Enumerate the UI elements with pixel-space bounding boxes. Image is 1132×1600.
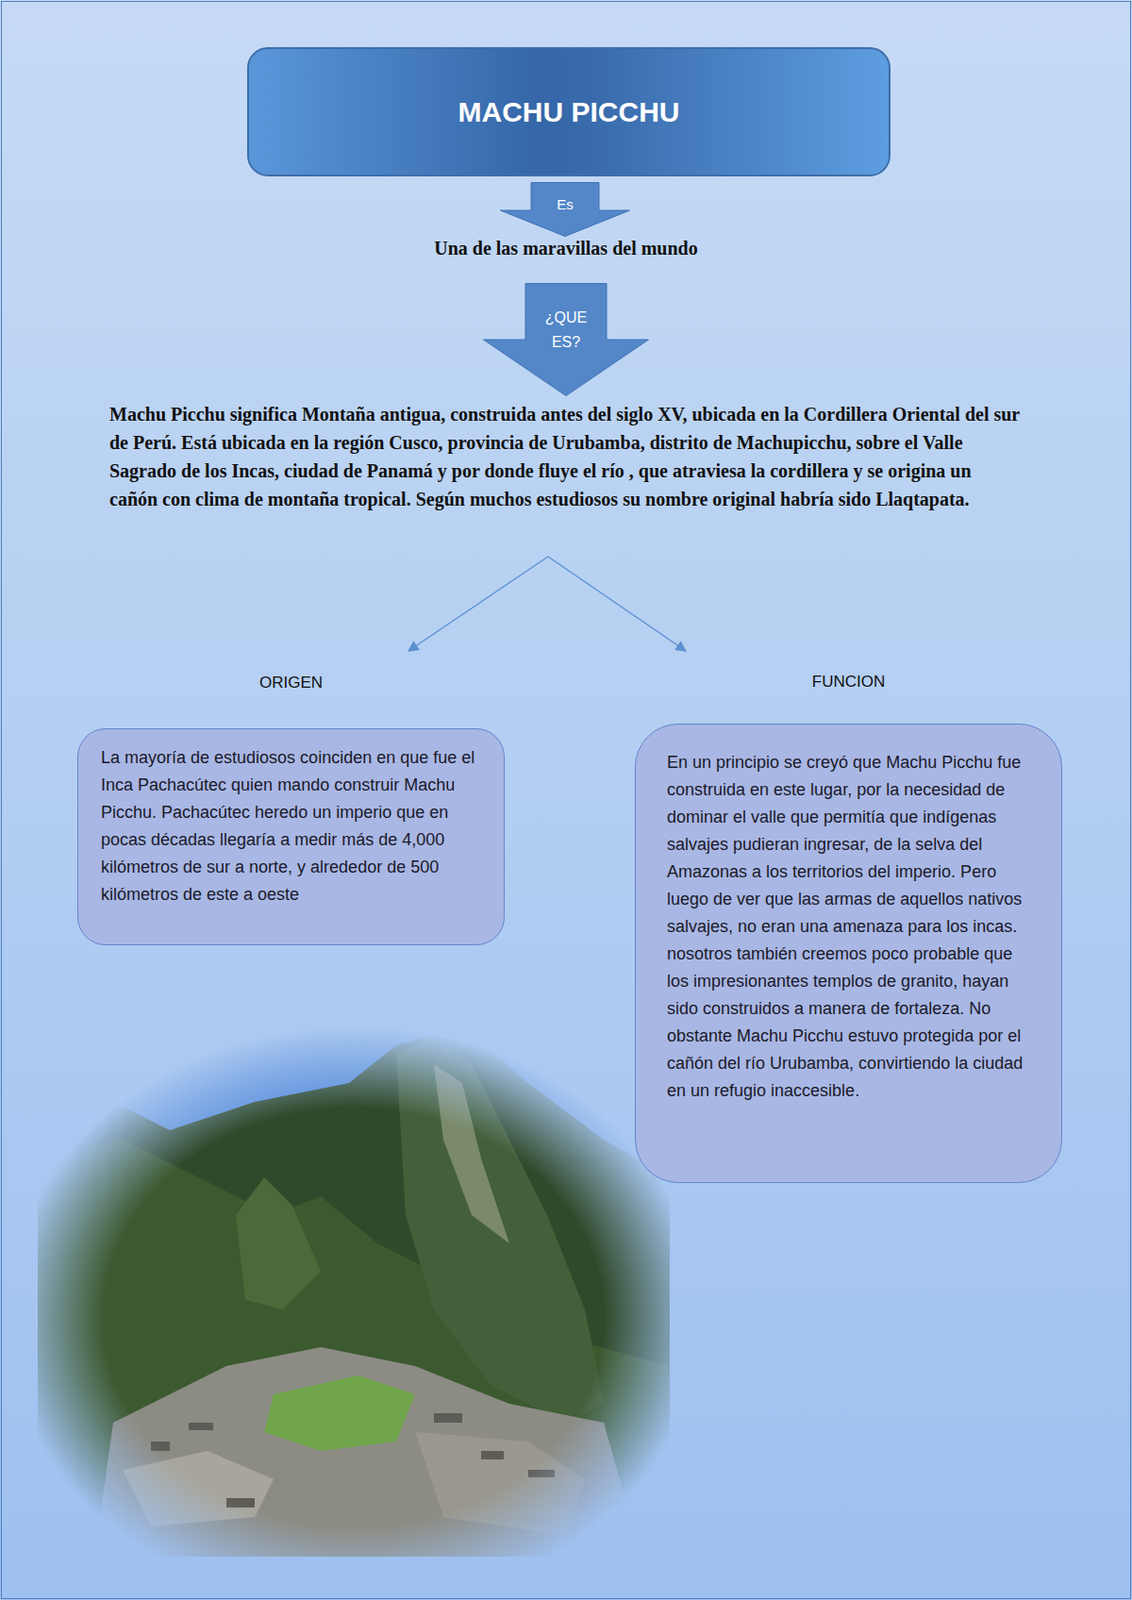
down-arrow: Es <box>499 182 631 237</box>
branch-line <box>408 556 549 651</box>
subtitle-text: Una de las maravillas del mundo <box>283 233 849 263</box>
arrow-outline <box>483 283 650 397</box>
arrow-outline <box>500 183 631 237</box>
box-body-text: En un principio se creyó que Machu Picch… <box>635 724 1062 1128</box>
section-heading: ORIGEN <box>78 671 504 695</box>
arrow-text: ¿QUE ES? <box>539 294 593 367</box>
down-arrow: ¿QUE ES? <box>482 283 650 397</box>
content-box: ORIGENLa mayoría de estudiosos coinciden… <box>77 728 505 946</box>
branch-line <box>548 556 686 651</box>
box-body-text: La mayoría de estudiosos coinciden en qu… <box>78 729 504 924</box>
description-paragraph: Machu Picchu significa Montaña antigua, … <box>109 399 1020 514</box>
content-box: FUNCIONEn un principio se creyó que Mach… <box>634 723 1063 1183</box>
title-box: MACHU PICCHU <box>247 47 891 177</box>
arrow-text: Es <box>536 185 594 224</box>
section-heading: FUNCION <box>635 670 1062 694</box>
machu-picchu-photo <box>37 1026 670 1557</box>
title-text: MACHU PICCHU <box>458 96 681 129</box>
